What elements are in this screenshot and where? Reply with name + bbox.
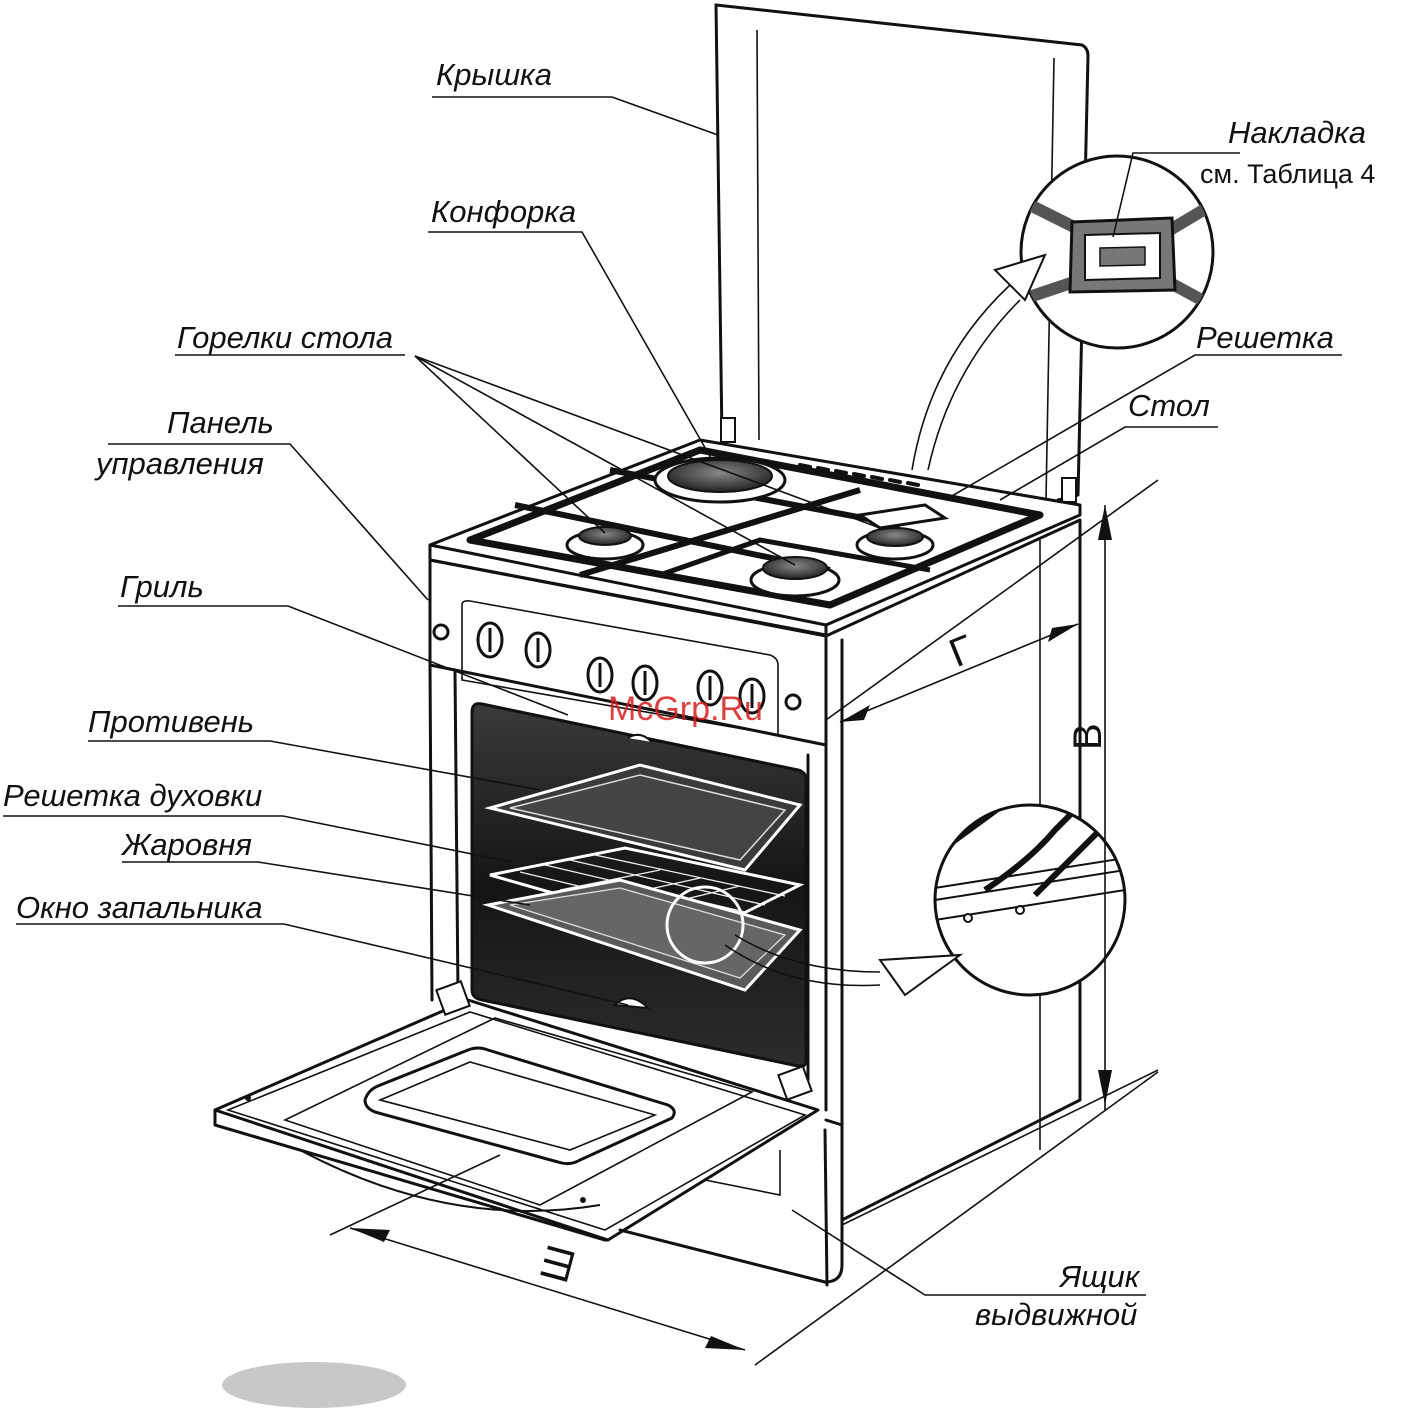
detail-cover <box>1020 156 1220 348</box>
label-grill: Гриль <box>120 569 204 604</box>
dim-height: В <box>1066 723 1110 750</box>
dim-depth: Г <box>943 627 980 676</box>
detail-rack-guides <box>935 800 1125 995</box>
label-drawer-1: Ящик <box>1058 1259 1141 1294</box>
label-table: Стол <box>1128 388 1210 423</box>
label-burner: Конфорка <box>431 194 576 229</box>
label-cover: Накладка <box>1228 115 1366 150</box>
dim-width: Ш <box>532 1240 584 1287</box>
label-igniter-window: Окно запальника <box>16 890 263 925</box>
burner-large <box>655 458 785 502</box>
label-control-panel-1: Панель <box>167 405 274 440</box>
watermark: McGrp.Ru <box>608 690 763 728</box>
label-hob-burners: Горелки стола <box>177 320 393 355</box>
label-control-panel-2: управления <box>94 446 264 481</box>
label-roasting-pan: Жаровня <box>120 827 252 862</box>
burner-right <box>857 505 945 559</box>
oven-cavity <box>472 704 806 1067</box>
label-grid: Решетка <box>1196 320 1334 355</box>
burner-front <box>751 557 839 596</box>
label-lid: Крышка <box>436 57 552 92</box>
label-cover-ref: см. Таблица 4 <box>1200 159 1375 189</box>
label-drawer-2: выдвижной <box>975 1297 1137 1332</box>
label-oven-rack: Решетка духовки <box>3 778 262 813</box>
label-baking-tray: Противень <box>88 704 254 739</box>
grey-blob <box>222 1362 406 1408</box>
